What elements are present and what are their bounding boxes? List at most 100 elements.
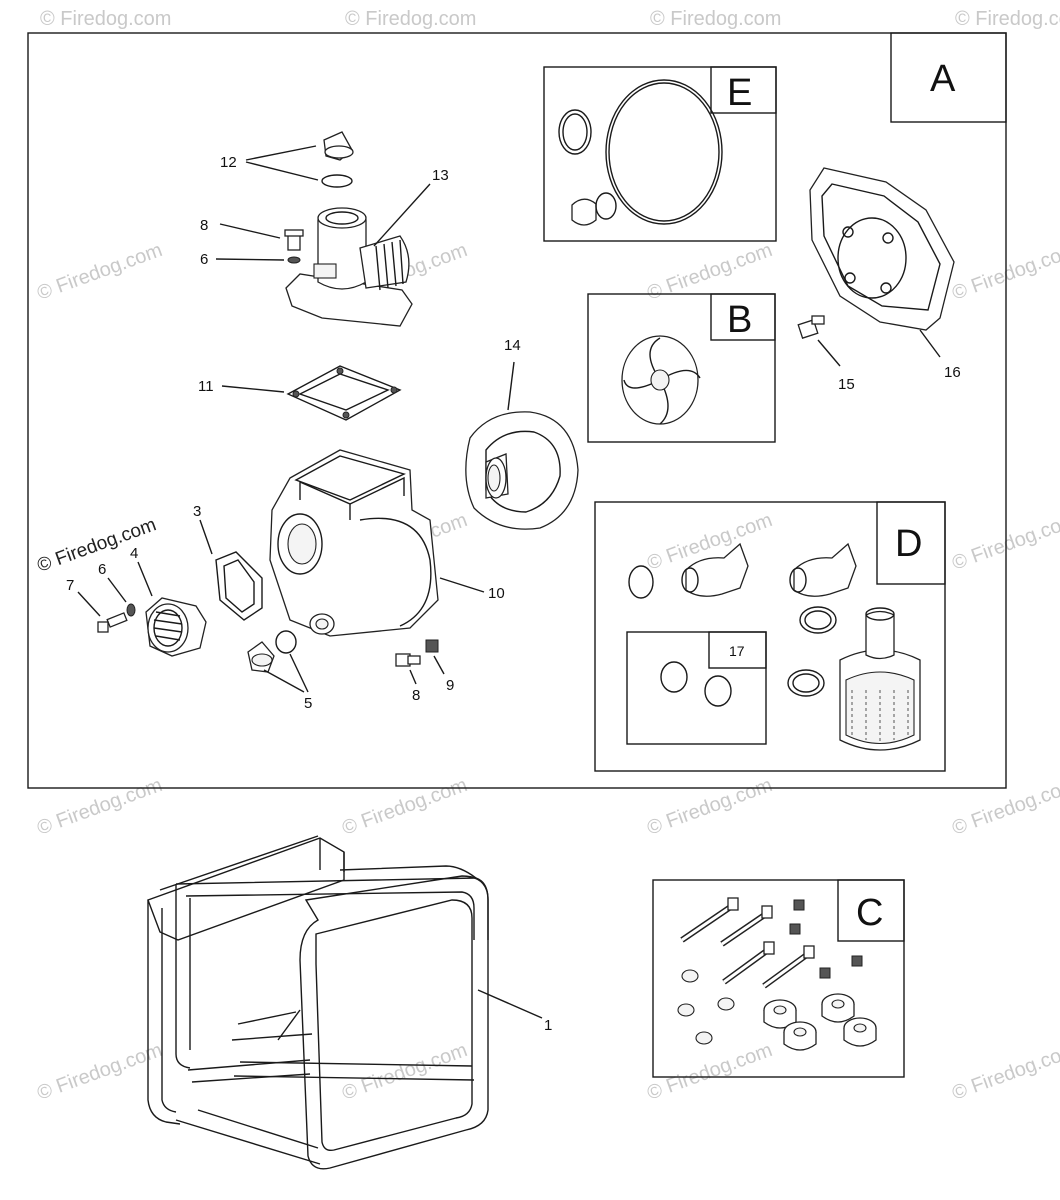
watermark: © Firedog.com bbox=[955, 8, 1060, 30]
watermark: © Firedog.com bbox=[339, 774, 470, 840]
rubber-mount bbox=[763, 999, 797, 1029]
washer bbox=[287, 256, 301, 264]
nut bbox=[819, 967, 831, 979]
nut bbox=[851, 955, 863, 967]
watermark: © Firedog.com bbox=[644, 239, 775, 305]
leader-line bbox=[107, 577, 127, 603]
rubber-mount bbox=[783, 1021, 817, 1051]
seal-ring bbox=[595, 192, 617, 220]
watermark: © Firedog.com bbox=[644, 1039, 775, 1105]
callout-7: 7 bbox=[66, 577, 74, 594]
watermark: © Firedog.com bbox=[949, 239, 1060, 305]
callout-11: 11 bbox=[198, 378, 214, 395]
kit-d-box: D 17 bbox=[594, 501, 946, 772]
pump-housing bbox=[269, 449, 439, 637]
bolt bbox=[97, 612, 128, 633]
leader-line bbox=[221, 385, 285, 393]
watermark: © Firedog.com bbox=[34, 774, 165, 840]
washer bbox=[126, 603, 136, 617]
watermark: © Firedog.com bbox=[650, 8, 781, 30]
impeller bbox=[621, 335, 701, 425]
washer bbox=[677, 1003, 695, 1017]
watermark: © Firedog.com bbox=[949, 1039, 1060, 1105]
leader-line bbox=[477, 989, 543, 1019]
callout-13: 13 bbox=[432, 167, 449, 184]
bushing bbox=[571, 198, 597, 226]
callout-8: 8 bbox=[412, 687, 420, 704]
callout-16: 16 bbox=[944, 364, 961, 381]
bolt bbox=[395, 653, 421, 667]
watermark: © Firedog.com bbox=[949, 774, 1060, 840]
cover-plate bbox=[809, 167, 955, 331]
leader-line bbox=[433, 655, 445, 675]
bolt bbox=[722, 941, 775, 985]
nut bbox=[793, 899, 805, 911]
leader-line bbox=[373, 183, 431, 247]
callout-14: 14 bbox=[504, 337, 521, 354]
leader-line bbox=[245, 145, 317, 161]
strainer bbox=[839, 607, 921, 751]
leader-line bbox=[219, 223, 281, 239]
hose-clamp bbox=[799, 606, 837, 634]
leader-line bbox=[245, 161, 319, 181]
hose-connector bbox=[681, 542, 749, 597]
section-label-e: E bbox=[727, 72, 752, 114]
outlet-fitting bbox=[285, 207, 413, 327]
o-ring bbox=[704, 675, 732, 707]
nut bbox=[789, 923, 801, 935]
leader-line bbox=[289, 653, 309, 693]
callout-10: 10 bbox=[488, 585, 505, 602]
callout-4: 4 bbox=[130, 545, 138, 562]
gasket bbox=[286, 365, 402, 421]
leader-line bbox=[263, 669, 305, 693]
leader-line bbox=[77, 591, 101, 617]
callout-3: 3 bbox=[193, 503, 201, 520]
nut bbox=[425, 639, 439, 653]
washer bbox=[681, 969, 699, 983]
gasket bbox=[215, 551, 263, 621]
rubber-mount bbox=[843, 1017, 877, 1047]
watermark: © Firedog.com bbox=[339, 1039, 470, 1105]
pump-frame bbox=[147, 835, 489, 1170]
hose-clamp bbox=[787, 669, 825, 697]
drain-plug bbox=[247, 641, 275, 673]
filler-plug bbox=[323, 131, 354, 161]
callout-17: 17 bbox=[729, 643, 745, 659]
section-label-a: A bbox=[930, 58, 956, 100]
large-o-ring bbox=[605, 79, 723, 225]
callout-5: 5 bbox=[304, 695, 312, 712]
watermark: © Firedog.com bbox=[34, 1039, 165, 1105]
hose-clamp bbox=[628, 565, 654, 599]
leader-line bbox=[137, 561, 153, 597]
watermark: © Firedog.com bbox=[34, 239, 165, 305]
bolt bbox=[720, 905, 773, 947]
callout-9: 9 bbox=[446, 677, 454, 694]
rubber-mount bbox=[821, 993, 855, 1023]
watermark: © Firedog.com bbox=[949, 509, 1060, 575]
bolt bbox=[762, 945, 815, 989]
kit-e-box: E bbox=[543, 66, 777, 242]
volute bbox=[465, 411, 579, 530]
section-label-c: C bbox=[856, 892, 883, 934]
o-ring bbox=[321, 174, 353, 188]
o-ring bbox=[275, 630, 297, 654]
watermark: © Firedog.com bbox=[40, 8, 171, 30]
watermark: © Firedog.com bbox=[345, 8, 476, 30]
section-label-b: B bbox=[727, 299, 752, 341]
sub-box-17 bbox=[626, 631, 767, 745]
leader-line bbox=[919, 329, 941, 358]
kit-b-box: B bbox=[587, 293, 776, 443]
o-ring bbox=[660, 661, 688, 693]
leader-line bbox=[199, 519, 213, 555]
bolt bbox=[284, 229, 304, 251]
callout-6: 6 bbox=[200, 251, 208, 268]
leader-line bbox=[817, 339, 841, 367]
leader-line bbox=[215, 258, 285, 261]
hose-connector bbox=[789, 542, 857, 597]
callout-12: 12 bbox=[220, 154, 237, 171]
small-o-ring bbox=[558, 109, 592, 155]
inlet-fitting bbox=[145, 597, 207, 657]
washer bbox=[717, 997, 735, 1011]
